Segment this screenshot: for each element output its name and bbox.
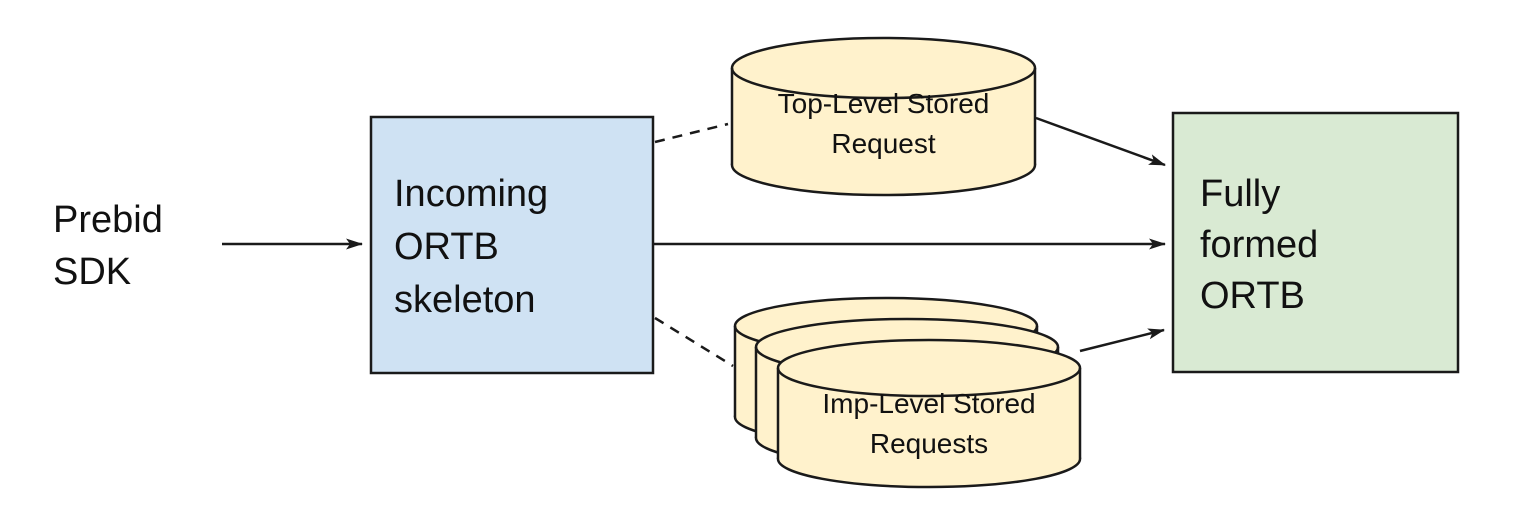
fully-formed-label-line3: ORTB [1200,275,1305,317]
node-prebid-sdk: Prebid SDK [53,199,163,293]
node-imp-level-stored-requests: Imp-Level Stored Requests [733,296,1082,489]
incoming-ortb-label-line1: Incoming [394,173,548,215]
node-fully-formed-ortb: Fully formed ORTB [1171,111,1460,374]
incoming-ortb-label-line2: ORTB [394,226,499,268]
prebid-sdk-label-line2: SDK [53,251,131,293]
edge-skeleton-to-imp-stored-dashed [654,316,734,368]
edges [222,116,1166,368]
node-incoming-ortb-skeleton: Incoming ORTB skeleton [369,115,655,375]
imp-stored-requests-label-line2: Requests [870,428,988,459]
prebid-sdk-label-line1: Prebid [53,199,163,241]
imp-cylinder-front [776,338,1082,489]
incoming-ortb-skeleton-box [369,115,655,375]
top-stored-request-label-line2: Request [831,128,936,159]
fully-formed-label-line2: formed [1200,224,1318,266]
edge-top-stored-to-fully-formed [1035,116,1166,167]
incoming-ortb-label-line3: skeleton [394,279,536,321]
fully-formed-ortb-box [1171,111,1460,374]
imp-stored-requests-label-line1: Imp-Level Stored [822,388,1035,419]
top-stored-request-label-line1: Top-Level Stored [778,88,990,119]
edge-skeleton-to-top-stored-dashed [654,122,729,144]
fully-formed-label-line1: Fully [1200,173,1280,215]
edge-imp-stored-to-fully-formed [1079,328,1165,353]
node-top-level-stored-request: Top-Level Stored Request [730,36,1037,197]
